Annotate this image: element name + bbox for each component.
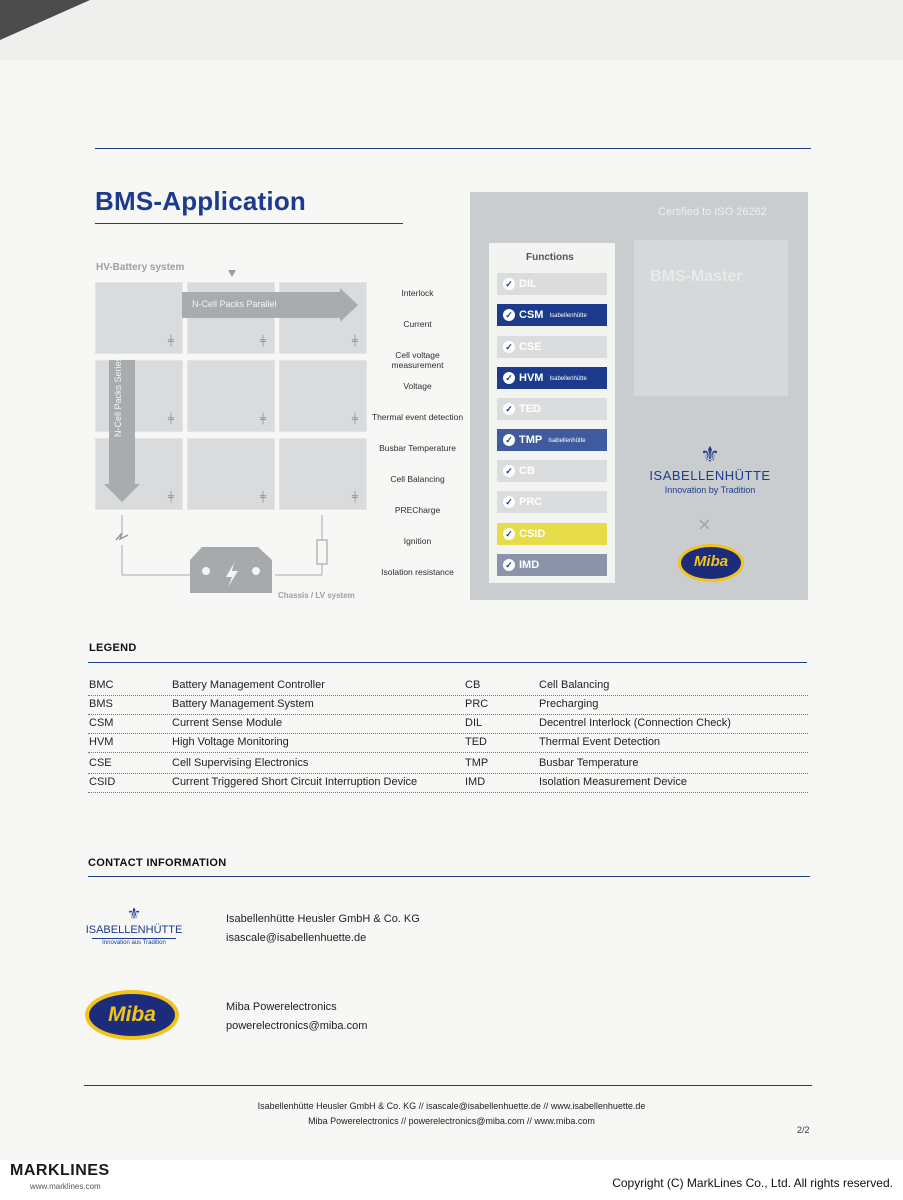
parallel-arrow bbox=[182, 292, 342, 318]
check-icon: ✓ bbox=[503, 309, 515, 321]
parallel-label: N-Cell Packs Parallel bbox=[192, 299, 277, 309]
certification-text: Certified to ISO 26262 bbox=[658, 206, 767, 218]
function-label-ignition: Ignition bbox=[403, 536, 432, 546]
contact-rule bbox=[88, 876, 810, 877]
function-item-dil: ✓DIL bbox=[497, 273, 607, 295]
series-arrow bbox=[109, 360, 135, 486]
hv-battery-label: HV-Battery system bbox=[96, 262, 185, 273]
check-icon: ✓ bbox=[503, 559, 515, 571]
function-label-cell-voltage: Cell voltage measurement bbox=[391, 350, 444, 370]
page-title: BMS-Application bbox=[95, 186, 306, 216]
chassis-label: Chassis / LV system bbox=[278, 591, 355, 600]
wiring-svg bbox=[115, 515, 328, 593]
page-number: 2/2 bbox=[797, 1125, 810, 1135]
top-rule bbox=[95, 148, 811, 149]
cell-pack: ╪ bbox=[187, 360, 275, 432]
isabellenhuette-contact: Isabellenhütte Heusler GmbH & Co. KG isa… bbox=[226, 910, 420, 948]
cell-pack: ╪ bbox=[187, 438, 275, 510]
cell-icon: ╪ bbox=[259, 414, 266, 425]
legend-rule bbox=[88, 662, 807, 663]
check-icon: ✓ bbox=[503, 278, 515, 290]
check-icon: ✓ bbox=[503, 528, 515, 540]
cross-icon: × bbox=[698, 512, 711, 537]
cell-icon: ╪ bbox=[167, 492, 174, 503]
function-item-csid: ✓CSID bbox=[497, 523, 607, 545]
check-icon: ✓ bbox=[503, 403, 515, 415]
miba-logo-panel: Miba bbox=[678, 544, 744, 582]
function-label-current: Current bbox=[403, 319, 432, 329]
dark-corner bbox=[0, 0, 90, 40]
function-label-isolation: Isolation resistance bbox=[381, 567, 454, 577]
function-label-thermal: Thermal event detection bbox=[371, 412, 464, 422]
cell-icon: ╪ bbox=[167, 336, 174, 347]
watermark-bar bbox=[0, 1160, 903, 1200]
function-item-ted: ✓TED bbox=[497, 398, 607, 420]
crest-icon: ⚜ bbox=[126, 906, 142, 923]
company-name: Isabellenhütte Heusler GmbH & Co. KG bbox=[226, 913, 420, 925]
check-icon: ✓ bbox=[503, 434, 515, 446]
check-icon: ✓ bbox=[503, 465, 515, 477]
cell-pack: ╪ bbox=[279, 360, 367, 432]
footer-rule bbox=[84, 1085, 812, 1086]
cell-icon: ╪ bbox=[259, 336, 266, 347]
cell-icon: ╪ bbox=[351, 336, 358, 347]
crest-icon: ⚜ bbox=[700, 442, 720, 467]
function-item-imd: ✓IMD bbox=[497, 554, 607, 576]
function-item-cse: ✓CSE bbox=[497, 336, 607, 358]
miba-contact: Miba Powerelectronics powerelectronics@m… bbox=[226, 998, 367, 1036]
parallel-arrow-head bbox=[340, 288, 358, 322]
cell-pack: ╪ bbox=[279, 438, 367, 510]
cell-icon: ╪ bbox=[351, 492, 358, 503]
function-item-cb: ✓CB bbox=[497, 460, 607, 482]
miba-logo: Miba bbox=[85, 990, 179, 1040]
function-label-balancing: Cell Balancing bbox=[390, 474, 445, 484]
marker-triangle bbox=[228, 270, 236, 277]
function-label-voltage: Voltage bbox=[403, 381, 432, 391]
isabellenhuette-logo: ⚜ ISABELLENHÜTTE Innovation by Tradition bbox=[640, 442, 780, 495]
marklines-logo: MARKLINES bbox=[10, 1162, 110, 1179]
marklines-url[interactable]: www.marklines.com bbox=[30, 1182, 101, 1191]
check-icon: ✓ bbox=[503, 341, 515, 353]
function-label-precharge: PRECharge bbox=[394, 505, 441, 515]
legend-heading: LEGEND bbox=[89, 642, 137, 654]
email-link[interactable]: powerelectronics@miba.com bbox=[226, 1020, 368, 1032]
email-link[interactable]: isascale@isabellenhuette.de bbox=[226, 932, 367, 944]
check-icon: ✓ bbox=[503, 372, 515, 384]
isabellenhuette-logo-small: ⚜ ISABELLENHÜTTE Innovation aus Traditio… bbox=[82, 906, 186, 946]
cell-icon: ╪ bbox=[259, 492, 266, 503]
footer-line-1: Isabellenhütte Heusler GmbH & Co. KG // … bbox=[257, 1101, 646, 1111]
cell-icon: ╪ bbox=[167, 414, 174, 425]
bms-master-box bbox=[634, 240, 788, 396]
background-corner bbox=[0, 0, 903, 70]
title-underline bbox=[95, 223, 403, 224]
functions-title: Functions bbox=[526, 252, 574, 263]
function-label-interlock: Interlock bbox=[401, 288, 434, 298]
bms-master-label: BMS-Master bbox=[650, 268, 743, 285]
function-label-busbar: Busbar Temperature bbox=[379, 443, 456, 453]
series-label: N-Cell Packs Series bbox=[113, 356, 123, 438]
series-arrow-head bbox=[104, 484, 140, 502]
function-item-prc: ✓PRC bbox=[497, 491, 607, 513]
check-icon: ✓ bbox=[503, 496, 515, 508]
contact-heading: CONTACT INFORMATION bbox=[88, 857, 227, 869]
footer-line-2: Miba Powerelectronics // powerelectronic… bbox=[308, 1116, 595, 1126]
cell-pack: ╪ bbox=[95, 282, 183, 354]
cell-icon: ╪ bbox=[351, 414, 358, 425]
company-name: Miba Powerelectronics bbox=[226, 1001, 337, 1013]
copyright-text: Copyright (C) MarkLines Co., Ltd. All ri… bbox=[612, 1176, 893, 1190]
